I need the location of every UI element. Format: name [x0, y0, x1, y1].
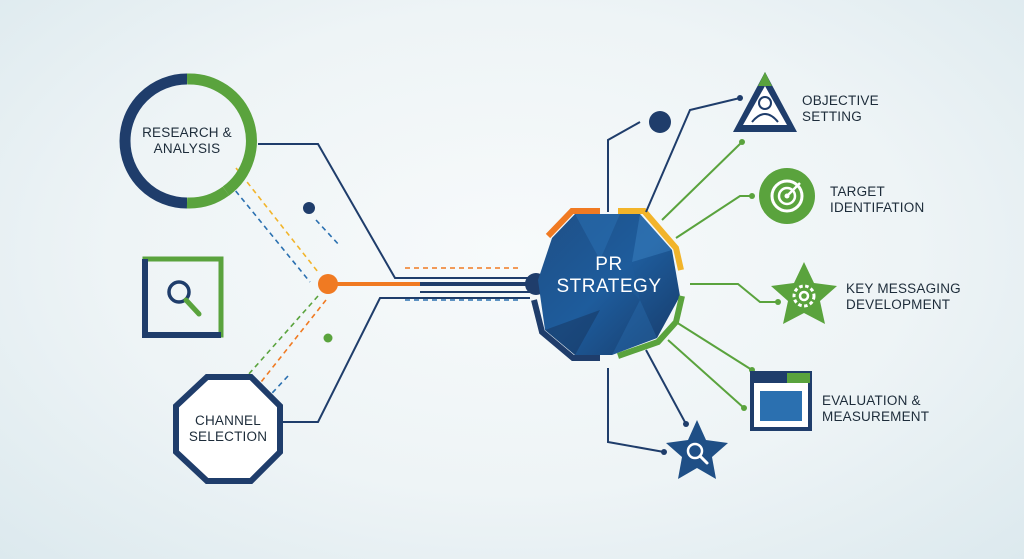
evaluation-line2: MEASUREMENT: [822, 409, 930, 424]
objective-setting-label: OBJECTIVE SETTING: [802, 93, 879, 125]
navy-dot-small: [303, 202, 315, 214]
channel-selection-octagon: [173, 374, 283, 484]
search-square: [142, 256, 224, 338]
key-messaging-line1: KEY MESSAGING: [846, 281, 961, 296]
key-messaging-line2: DEVELOPMENT: [846, 297, 951, 312]
window-icon: [750, 371, 812, 431]
evaluation-measurement-label: EVALUATION & MEASUREMENT: [822, 393, 929, 425]
gear-star-icon: [771, 262, 837, 324]
target-identification-label: TARGET IDENTIFATION: [830, 184, 924, 216]
center-line1: PR: [595, 254, 623, 275]
channel-selection-label: CHANNEL SELECTION: [178, 413, 278, 445]
objective-line2: SETTING: [802, 109, 862, 124]
navy-dot-large: [649, 111, 671, 133]
green-dot-small: [323, 333, 333, 343]
research-analysis-label: RESEARCH & ANALYSIS: [141, 125, 233, 157]
center-ring-segments: [531, 208, 685, 361]
person-triangle-icon: [733, 72, 797, 132]
channel-line2: SELECTION: [188, 429, 268, 444]
center-label: PR STRATEGY: [544, 254, 674, 298]
orange-hub-dot: [318, 274, 338, 294]
evaluation-line1: EVALUATION &: [822, 393, 921, 408]
center-line2: STRATEGY: [556, 276, 662, 297]
objective-line1: OBJECTIVE: [802, 93, 879, 108]
key-messaging-label: KEY MESSAGING DEVELOPMENT: [846, 281, 961, 313]
research-line1: RESEARCH &: [142, 125, 232, 140]
target-line1: TARGET: [830, 184, 885, 199]
research-line2: ANALYSIS: [153, 141, 221, 156]
target-icon: [759, 168, 815, 224]
research-analysis-ring: [119, 73, 257, 209]
center-hexagon: [538, 214, 680, 355]
channel-line1: CHANNEL: [195, 413, 261, 428]
target-line2: IDENTIFATION: [830, 200, 925, 215]
left-connectors: [229, 143, 530, 423]
search-star-icon: [666, 420, 728, 479]
connector-end-dots: [661, 95, 781, 455]
search-icon: [167, 280, 202, 317]
right-connectors: [607, 97, 778, 453]
